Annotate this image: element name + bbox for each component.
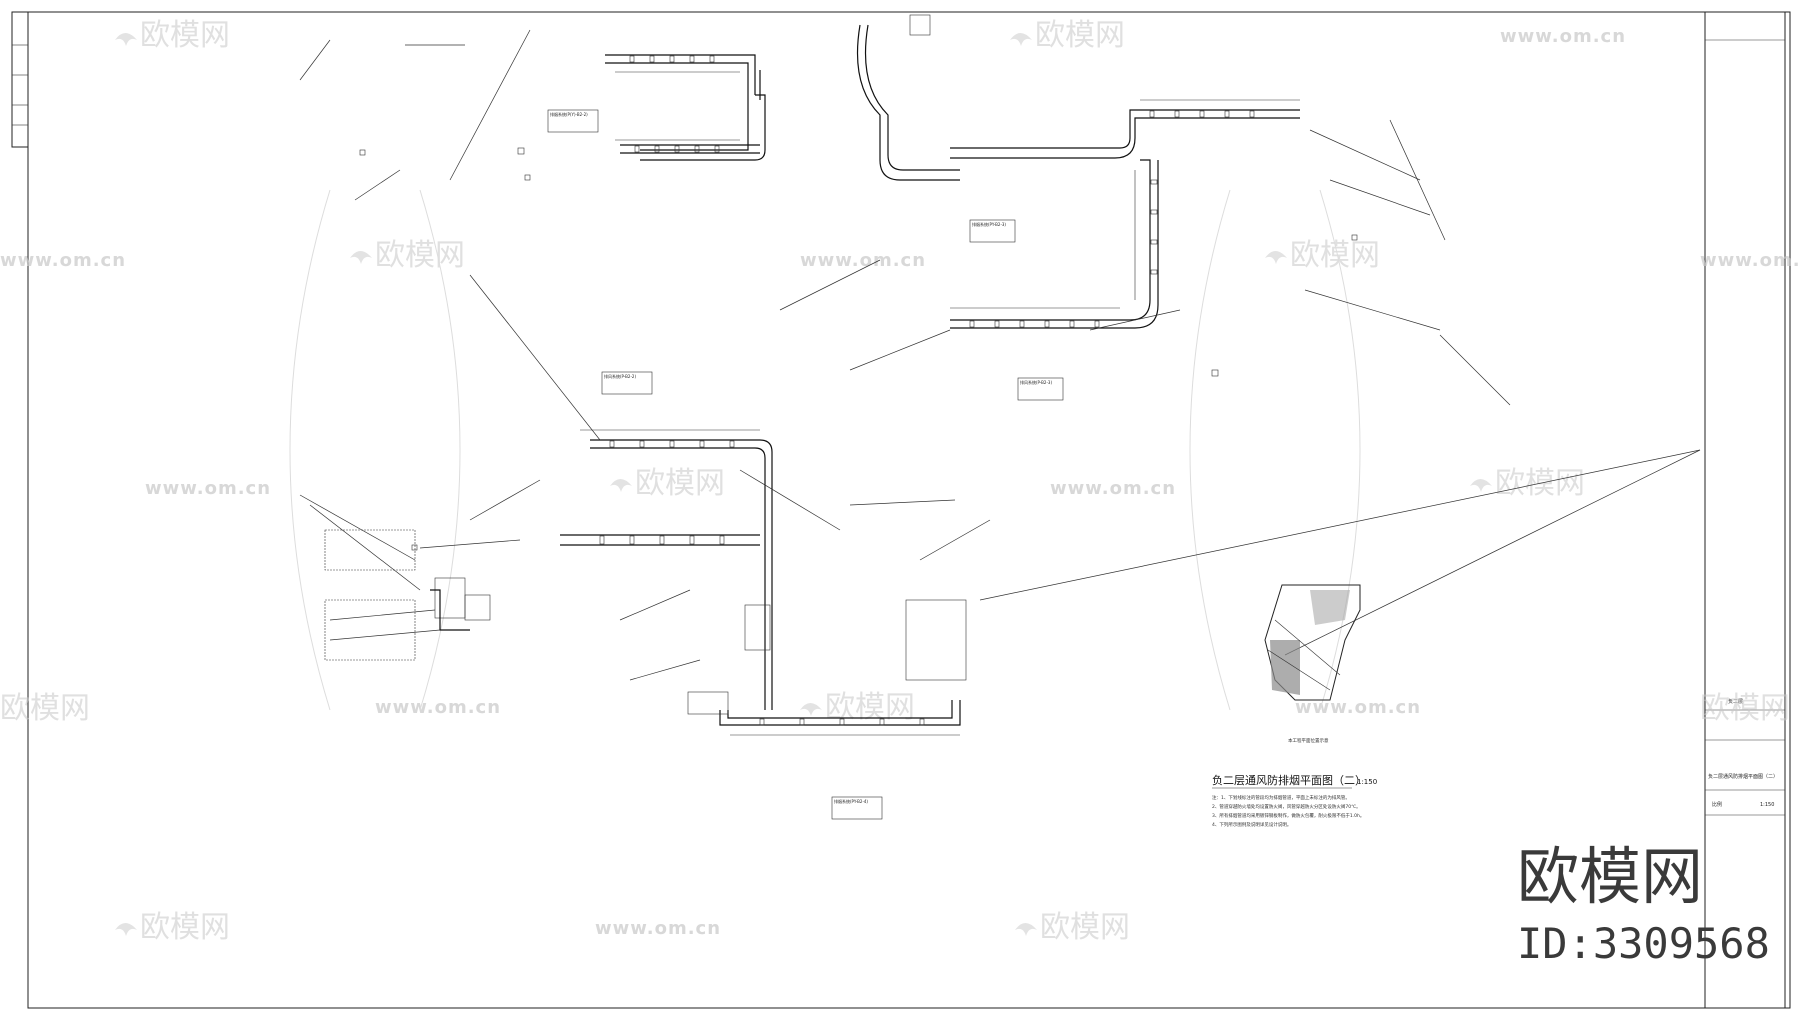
- brand-stamp: 欧模网 ID:3309568: [1517, 840, 1770, 968]
- watermark-brand: 欧模网: [1700, 691, 1790, 726]
- watermark-url: www.om.cn: [595, 918, 721, 939]
- watermark-url: www.om.cn: [145, 478, 271, 499]
- drawing-title-group: 负二层通风防排烟平面图（二） 1:150 注：1、下划线标注的管段均为排烟管道，…: [1212, 773, 1377, 828]
- watermark-brand: 欧模网: [140, 18, 230, 53]
- brand-stamp-id: ID:3309568: [1517, 919, 1770, 968]
- diffuser-row: [599, 440, 925, 726]
- watermark-url: www.om.cn: [1295, 697, 1421, 718]
- title-block-floor: 负二层: [1728, 698, 1743, 705]
- dimension-chain: [615, 71, 740, 141]
- diffuser-row: [629, 55, 720, 153]
- note-line: 3、所有排烟管道均采用镀锌钢板制作，做防火包覆，耐火极限不低于1.0h。: [1212, 812, 1364, 819]
- duct-system-upper-right: 排烟系统(PY-B2-3) 排风系统(P-B2-3): [779, 99, 1511, 406]
- section-tag: 排烟系统(PY-B2-4): [834, 798, 868, 804]
- watermark-logo: 欧模网: [115, 18, 230, 53]
- watermark-url: www.om.cn: [1700, 250, 1800, 271]
- title-block-drawing-name: 负二层通风防排烟平面图（二）: [1708, 773, 1778, 780]
- watermark-brand: 欧模网: [635, 466, 725, 501]
- watermark-logo: 欧模网: [1265, 238, 1380, 273]
- watermark-layer: 欧模网 欧模网 www.om.cn www.om.cn 欧模网 www.om.c…: [0, 18, 1800, 945]
- watermark-url: www.om.cn: [1050, 478, 1176, 499]
- duct-system-middle: 排风系统(P-B2-2) 排烟系统(PY-B2-4): [469, 274, 1701, 820]
- watermark-url: www.om.cn: [1500, 26, 1626, 47]
- section-tag: 排烟系统(P(Y)-B2-2): [550, 111, 588, 117]
- drawing-scale: 1:150: [1357, 778, 1377, 786]
- watermark-brand: 欧模网: [1035, 18, 1125, 53]
- watermark-logo: 欧模网: [1015, 910, 1130, 945]
- watermark-url: www.om.cn: [0, 250, 126, 271]
- diffuser-row: [969, 110, 1255, 328]
- section-tag: 排风系统(P-B2-3): [1020, 379, 1052, 385]
- watermark-url: www.om.cn: [800, 250, 926, 271]
- key-plan-label: 本工程平面位置示意: [1288, 737, 1329, 744]
- note-line: 注：1、下划线标注的管段均为排烟管道，平面上未标注的为排风管。: [1212, 794, 1350, 801]
- watermark-url: www.om.cn: [375, 697, 501, 718]
- watermark-brand: 欧模网: [1040, 910, 1130, 945]
- watermark-brand: 欧模网: [375, 238, 465, 273]
- duct-system-left: [299, 494, 521, 661]
- watermark-logo: 欧模网: [115, 910, 230, 945]
- watermark-logo: 欧模网: [350, 238, 465, 273]
- watermark-logo: 欧模网: [1470, 466, 1585, 501]
- note-line: 4、下列所示图例及说明详见设计说明。: [1212, 821, 1291, 828]
- drawing-title: 负二层通风防排烟平面图（二）: [1212, 773, 1366, 787]
- annotation-marks: [359, 149, 1358, 551]
- watermark-brand: 欧模网: [0, 691, 90, 726]
- section-tag: 排风系统(P-B2-2): [604, 373, 636, 379]
- title-block-scale-value: 1:150: [1760, 802, 1774, 808]
- watermark-logo: 欧模网: [610, 466, 725, 501]
- section-tag: 排烟系统(PY-B2-3): [972, 221, 1006, 227]
- key-plan: 本工程平面位置示意: [1264, 584, 1361, 744]
- duct-system-upper-left: 排烟系统(P(Y)-B2-2): [299, 14, 960, 201]
- watermark-brand: 欧模网: [825, 690, 915, 725]
- title-block: 负二层 负二层通风防排烟平面图（二） 比例 1:150: [1705, 39, 1785, 816]
- watermark-logo: 欧模网: [1010, 18, 1125, 53]
- note-line: 2、管道穿越防火墙处均设置防火阀，风管穿越防火分区处设防火阀70℃。: [1212, 803, 1361, 810]
- drawing-frame: [11, 11, 1791, 1009]
- watermark-logo: 欧模网: [800, 690, 915, 725]
- watermark-brand: 欧模网: [140, 910, 230, 945]
- title-block-scale-label: 比例: [1712, 801, 1722, 808]
- brand-stamp-name: 欧模网: [1517, 840, 1703, 913]
